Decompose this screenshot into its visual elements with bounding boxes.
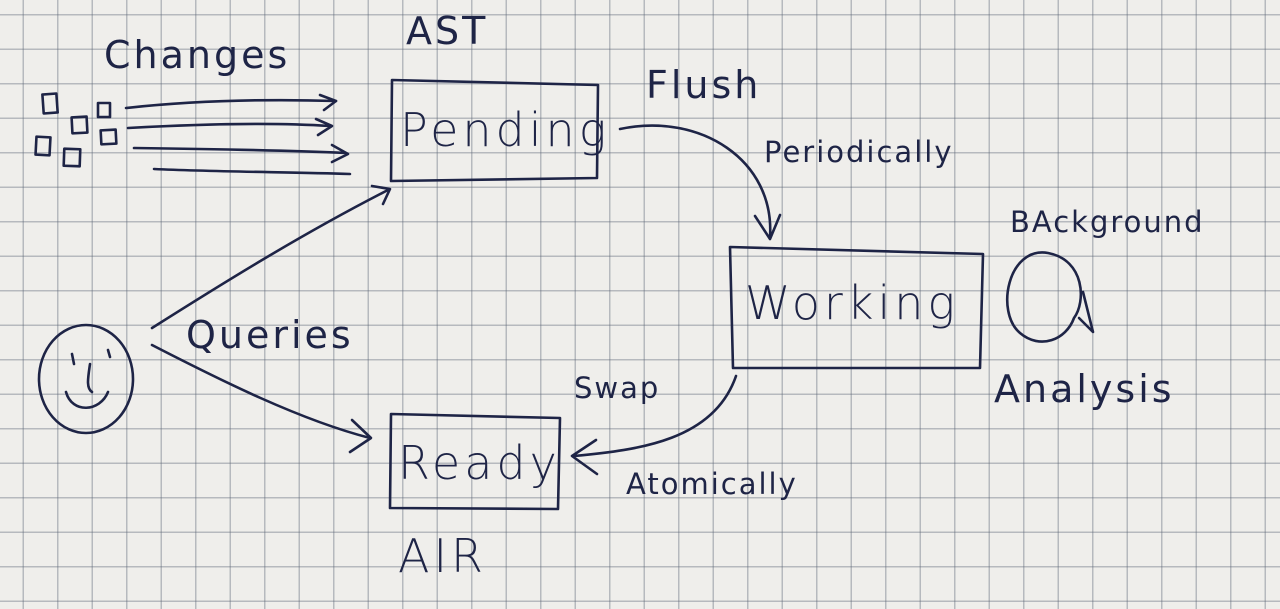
periodically-label: Periodically [764,135,954,169]
change-arrows [124,93,352,176]
background-loop-icon [1005,251,1095,343]
user-face-icon [37,323,135,435]
ready-box [388,412,562,511]
atomically-label: Atomically [626,467,798,501]
pending-box [389,78,600,183]
change-items-icon [34,92,118,168]
working-box [728,245,985,370]
analysis-label: Analysis [994,367,1175,411]
working-node-label: Working [745,276,960,330]
flush-arrow [618,124,782,241]
ready-node-label: Ready [398,436,561,490]
pending-node-label: Pending [400,103,611,157]
queries-label: Queries [186,313,354,357]
swap-arrow [570,374,738,476]
background-label: BAckground [1010,205,1205,239]
ast-label: AST [406,9,489,53]
flush-label: Flush [646,63,762,107]
air-label: AIR [398,529,487,583]
changes-label: Changes [104,33,291,77]
swap-label: Swap [574,371,661,405]
query-arrows [150,184,392,454]
